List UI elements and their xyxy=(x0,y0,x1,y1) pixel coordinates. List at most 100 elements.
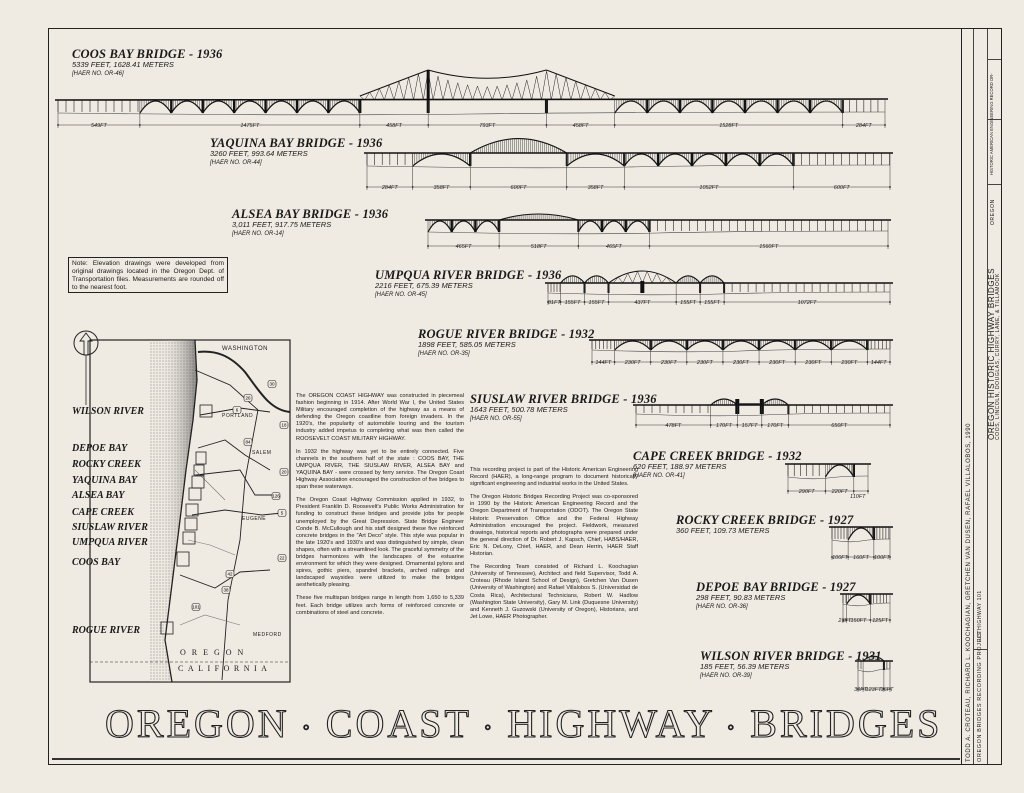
arch-rib xyxy=(777,100,811,114)
map-city: SALEM xyxy=(252,450,272,456)
arch-rib xyxy=(233,100,267,114)
dimension-tick xyxy=(883,688,885,690)
paragraph: In 1932 the highway was yet to be entire… xyxy=(296,448,464,491)
span-dimension-label: 100FT xyxy=(874,555,891,561)
dimension-tick xyxy=(862,688,864,690)
map-label-oregon: OREGON xyxy=(180,648,250,657)
highway-shield: 20 xyxy=(279,468,289,476)
map-bridge-label: ROCKY CREEK xyxy=(72,459,141,470)
span-dimension-label: 600FT xyxy=(834,185,851,191)
pier xyxy=(724,153,728,166)
dimension-tick xyxy=(889,301,891,303)
span-dimension-label: 1052FT xyxy=(699,185,719,191)
arch-rib xyxy=(412,153,471,167)
highway-number: 42 xyxy=(227,572,233,577)
pier xyxy=(474,220,477,232)
pier xyxy=(711,100,714,113)
pier xyxy=(678,100,682,113)
bridge-title: SIUSLAW RIVER BRIDGE - 1936 xyxy=(470,392,657,406)
dimension-tick xyxy=(565,186,568,188)
highway-number: 84 xyxy=(245,440,251,445)
dimension-tick xyxy=(889,556,891,558)
dimension-tick xyxy=(613,361,616,363)
pier xyxy=(758,153,761,166)
arch-rib xyxy=(646,100,681,114)
bridge-haer-number: [HAER NO. OR-45] xyxy=(375,291,427,298)
highway-shield: 84 xyxy=(243,438,253,446)
span-dimension-label: 458FT xyxy=(386,123,403,129)
span-dimension-label: 170FT xyxy=(767,423,784,429)
highway-shield: 18 xyxy=(279,421,289,429)
arch-rib xyxy=(691,153,727,167)
map-city: EUGENE xyxy=(242,516,267,522)
dimension-tick xyxy=(887,245,889,247)
arch-rib xyxy=(759,153,794,167)
arch-rib xyxy=(623,153,659,167)
bridge-title: UMPQUA RIVER BRIDGE - 1936 xyxy=(375,268,562,282)
bridge-length: 185 FEET, 56.39 METERS xyxy=(700,662,790,671)
arch-rib xyxy=(657,153,693,167)
dimension-tick xyxy=(607,301,610,303)
bridge-specs: 620 FEET, 188.97 METERS[HAER NO. OR-41] xyxy=(633,462,727,480)
dimension-tick xyxy=(427,124,430,126)
pier xyxy=(295,100,299,113)
dimension-tick xyxy=(794,361,797,363)
title-underline xyxy=(52,758,960,760)
dimension-tick xyxy=(869,619,872,621)
span-girder xyxy=(793,153,890,165)
span-dimension-label: 230FT xyxy=(624,360,642,366)
map-bridge-label: ROGUE RIVER xyxy=(72,625,141,636)
dimension-tick xyxy=(138,124,141,126)
arch-rib xyxy=(744,100,779,114)
ground-line xyxy=(427,230,889,235)
arch-rib xyxy=(710,398,738,406)
span-dimension-label: 358FT xyxy=(588,185,605,191)
span-dimension-label: 465FT xyxy=(456,244,473,250)
dimension-tick xyxy=(872,556,875,558)
bridge-specs: 360 FEET, 109.73 METERS xyxy=(676,526,770,536)
dimension-tick xyxy=(884,124,886,126)
ground-line xyxy=(547,291,891,296)
highway-number: 38 xyxy=(223,588,229,593)
highway-shield: 101 xyxy=(191,603,201,611)
arch-rib xyxy=(722,340,760,351)
dimension-tick xyxy=(591,361,593,363)
arch-rib xyxy=(601,220,627,233)
dimension-tick xyxy=(577,245,580,247)
dimension-tick xyxy=(847,556,850,558)
dimension-tick xyxy=(867,490,869,492)
dimension-tick xyxy=(792,186,795,188)
dimension-tick xyxy=(824,490,827,492)
paragraph: The OREGON COAST HIGHWAY was constructed… xyxy=(296,393,464,442)
tower xyxy=(426,70,430,113)
pier xyxy=(600,220,604,232)
arch-rib xyxy=(474,220,500,233)
paragraph: The Oregon Coast Highway Commission appl… xyxy=(296,497,464,589)
dimension-tick xyxy=(842,619,844,621)
dimension-tick xyxy=(685,361,688,363)
bridge-length: 298 FEET, 90.83 METERS xyxy=(696,593,786,602)
map-bridge-label: YAQUINA BAY xyxy=(72,475,138,486)
span-dimension-label: 518FT xyxy=(531,244,548,250)
map-bridge-label: SIUSLAW RIVER xyxy=(72,522,148,533)
truss-top-chord xyxy=(428,69,547,79)
ground-line xyxy=(57,111,886,116)
dimension-tick xyxy=(841,124,844,126)
highway-shield: 42 xyxy=(225,570,235,578)
bridge-length: 2216 FEET, 675.39 METERS xyxy=(375,281,473,290)
highway-shield: 126 xyxy=(271,492,281,500)
bridge-title: COOS BAY BRIDGE - 1936 xyxy=(72,47,223,61)
map-bridge-label: UMPQUA RIVER xyxy=(72,537,148,548)
highway-number: 126 xyxy=(272,494,280,499)
span-dimension-label: 358FT xyxy=(434,185,451,191)
dimension-tick xyxy=(723,301,726,303)
arch-rib xyxy=(761,398,789,406)
span-dimension-label: 36FT xyxy=(881,687,894,693)
dimension-tick xyxy=(760,424,763,426)
map-bridge-label: COOS BAY xyxy=(72,557,121,568)
